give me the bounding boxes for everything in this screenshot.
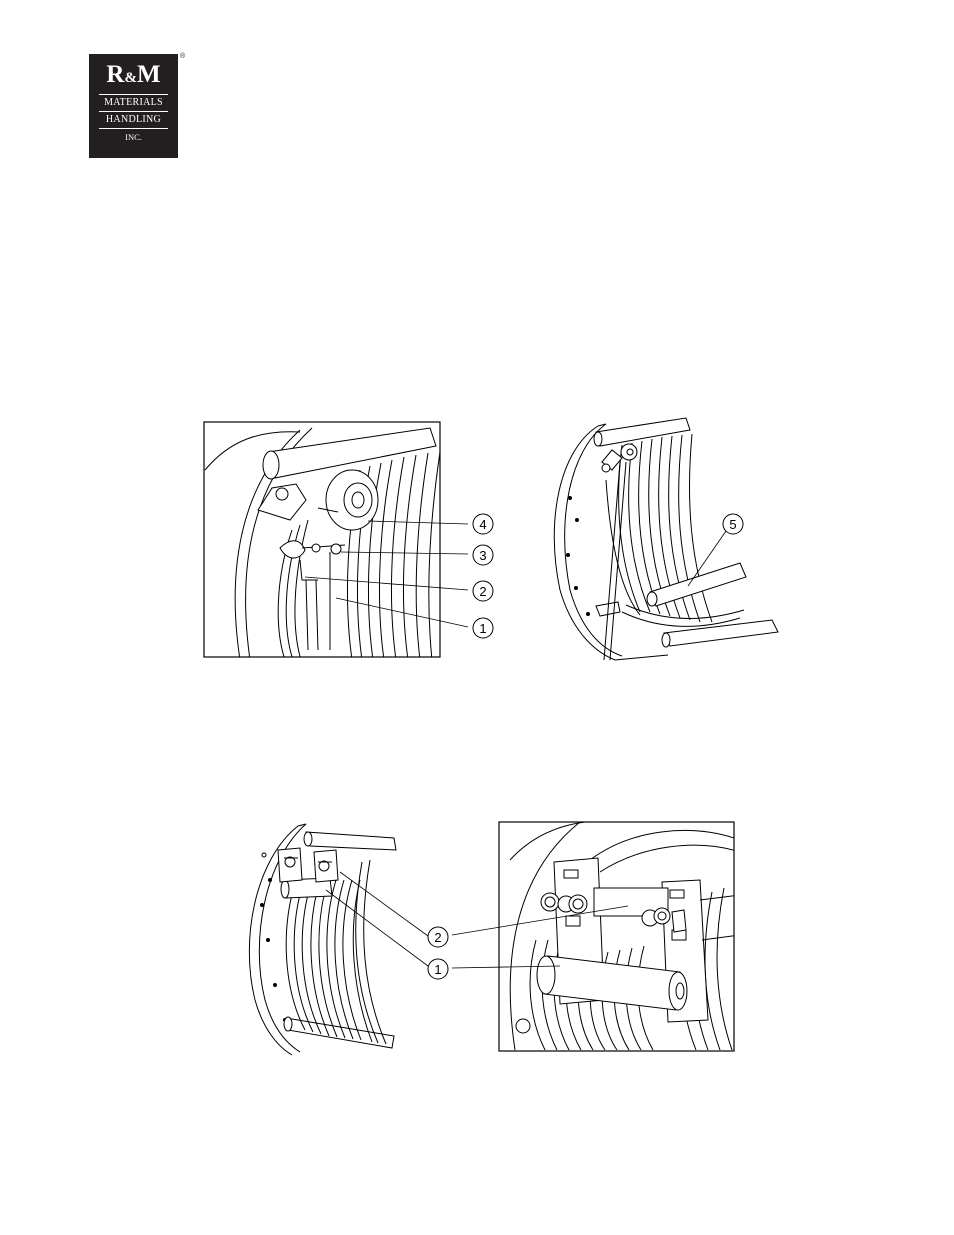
- callout-label: 2: [479, 584, 486, 599]
- figure-bottom-left: [249, 824, 428, 1055]
- figure-bottom-right: [452, 822, 740, 1051]
- figure-top-right: [554, 418, 778, 660]
- callout-label: 5: [729, 517, 736, 532]
- callouts-top-left: 4 3 2 1: [473, 514, 493, 638]
- callout-label: 4: [479, 517, 486, 532]
- callout-label: 1: [434, 962, 441, 977]
- figure-top-left: 4 3 2 1: [204, 422, 493, 660]
- callout-label: 2: [434, 930, 441, 945]
- callout-label: 1: [479, 621, 486, 636]
- callout-label: 3: [479, 548, 486, 563]
- callouts-top-right: 5: [723, 514, 743, 534]
- callouts-bottom: 2 1: [428, 927, 448, 979]
